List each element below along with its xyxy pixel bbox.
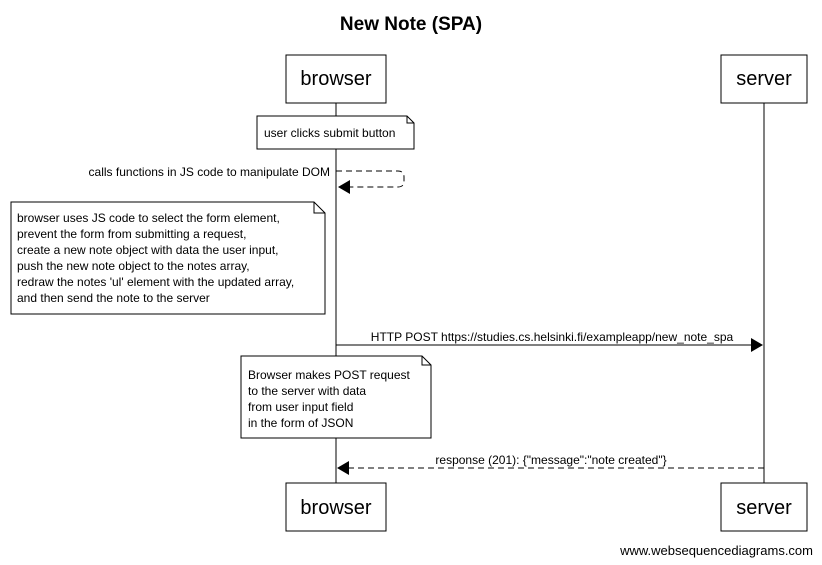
note-js-line: and then send the note to the server bbox=[17, 291, 210, 305]
server-actor-bottom: server bbox=[720, 482, 808, 532]
message-http-post-label: HTTP POST https://studies.cs.helsinki.fi… bbox=[371, 330, 734, 344]
note-post-line: from user input field bbox=[248, 400, 353, 414]
note-post-line: to the server with data bbox=[248, 384, 366, 398]
server-actor-top: server bbox=[720, 54, 808, 104]
note-js-line: create a new note object with data the u… bbox=[17, 243, 279, 257]
diagram-title: New Note (SPA) bbox=[340, 14, 482, 35]
note-js-line: redraw the notes 'ul' element with the u… bbox=[17, 275, 294, 289]
server-actor-label: server bbox=[736, 68, 792, 90]
note-post-request: Browser makes POST request to the server… bbox=[240, 355, 432, 439]
message-self-call-label: calls functions in JS code to manipulate… bbox=[89, 165, 330, 179]
server-actor-label: server bbox=[736, 497, 792, 519]
note-post-line: Browser makes POST request bbox=[248, 368, 411, 382]
message-response-label: response (201): {"message":"note created… bbox=[435, 453, 666, 467]
message-response: response (201): {"message":"note created… bbox=[337, 453, 764, 475]
note-js-line: push the new note object to the notes ar… bbox=[17, 259, 250, 273]
browser-actor-bottom: browser bbox=[285, 482, 387, 532]
browser-actor-top: browser bbox=[285, 54, 387, 104]
browser-actor-label: browser bbox=[300, 497, 371, 519]
note-post-line: in the form of JSON bbox=[248, 416, 353, 430]
note-js-explanation: browser uses JS code to select the form … bbox=[10, 201, 326, 315]
message-self-call: calls functions in JS code to manipulate… bbox=[89, 165, 405, 194]
note-js-line: prevent the form from submitting a reque… bbox=[17, 227, 246, 241]
browser-actor-label: browser bbox=[300, 68, 371, 90]
note-user-clicks-text: user clicks submit button bbox=[264, 126, 395, 140]
message-http-post: HTTP POST https://studies.cs.helsinki.fi… bbox=[336, 330, 763, 352]
note-user-clicks: user clicks submit button bbox=[256, 115, 415, 150]
watermark-link[interactable]: www.websequencediagrams.com bbox=[619, 543, 813, 558]
note-js-line: browser uses JS code to select the form … bbox=[17, 211, 280, 225]
